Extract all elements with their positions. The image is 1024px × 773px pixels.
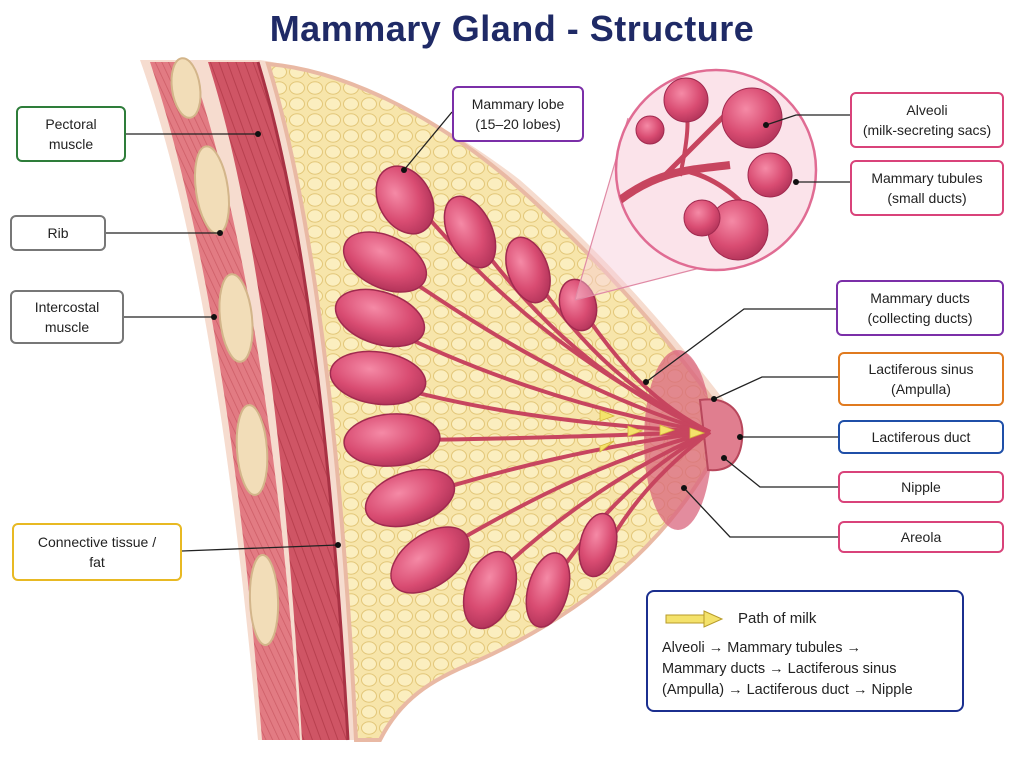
milk-path-legend: Path of milk Alveoli → Mammary tubules →… — [646, 590, 964, 712]
label-areola-line1: Areola — [900, 528, 942, 545]
label-connective-tissue: Connective tissue / fat — [12, 523, 182, 581]
legend-heading: Path of milk — [738, 610, 817, 627]
label-tubules-line2: (small ducts) — [887, 190, 967, 206]
label-sinus-line2: (Ampulla) — [891, 381, 951, 397]
label-pectoral-line1: Pectoral — [45, 115, 97, 132]
milk-flow-arrows — [599, 409, 706, 453]
label-alveoli: Alveoli (milk-secreting sacs) — [850, 92, 1004, 148]
legend-body: Alveoli → Mammary tubules → Mammary duct… — [662, 638, 958, 701]
label-lactiferous-sinus: Lactiferous sinus (Ampulla) — [838, 352, 1004, 406]
label-sinus-line1: Lactiferous sinus — [868, 360, 974, 377]
alveoli-zoom — [617, 77, 793, 261]
label-rib-line1: Rib — [47, 224, 69, 241]
label-ducts-line1: Mammary ducts — [870, 289, 970, 306]
legend-line-2: Mammary ducts → Lactiferous sinus — [662, 661, 897, 678]
lobe-clusters — [329, 165, 618, 630]
label-ducts-line2: (collecting ducts) — [867, 310, 973, 326]
label-alveoli-line1: Alveoli — [906, 101, 948, 118]
label-connective-line2: fat — [89, 554, 105, 570]
label-lactiferous-duct: Lactiferous duct — [838, 420, 1004, 454]
label-nipple-line1: Nipple — [901, 478, 941, 495]
label-intercostal-line1: Intercostal — [34, 298, 100, 315]
leader-dots — [211, 122, 799, 548]
label-alveoli-line2: (milk-secreting sacs) — [862, 122, 992, 138]
label-mammary-tubules: Mammary tubules (small ducts) — [850, 160, 1004, 216]
label-pectoral-line2: muscle — [48, 136, 94, 152]
label-connective-line1: Connective tissue / — [37, 533, 157, 550]
label-pectoral-muscle: Pectoral muscle — [16, 106, 126, 162]
label-intercostal-muscle: Intercostal muscle — [10, 290, 124, 344]
label-lactiferous-duct-line1: Lactiferous duct — [871, 428, 971, 445]
label-rib: Rib — [10, 215, 106, 251]
label-intercostal-line2: muscle — [44, 319, 90, 335]
legend-line-1: Alveoli → Mammary tubules → — [662, 640, 862, 656]
label-lobe-line1: Mammary lobe — [471, 95, 565, 112]
label-mammary-ducts: Mammary ducts (collecting ducts) — [836, 280, 1004, 336]
legend-line-3: (Ampulla) → Lactiferous duct → Nipple — [662, 682, 913, 699]
label-tubules-line1: Mammary tubules — [871, 169, 983, 186]
label-nipple: Nipple — [838, 471, 1004, 503]
yellow-arrow-icon — [665, 610, 724, 628]
label-areola: Areola — [838, 521, 1004, 553]
ribs — [170, 57, 280, 646]
label-lobe-line2: (15–20 lobes) — [475, 116, 561, 132]
label-mammary-lobe: Mammary lobe (15–20 lobes) — [452, 86, 584, 142]
leader-lines — [106, 111, 850, 552]
page-title: Mammary Gland - Structure — [269, 8, 755, 49]
